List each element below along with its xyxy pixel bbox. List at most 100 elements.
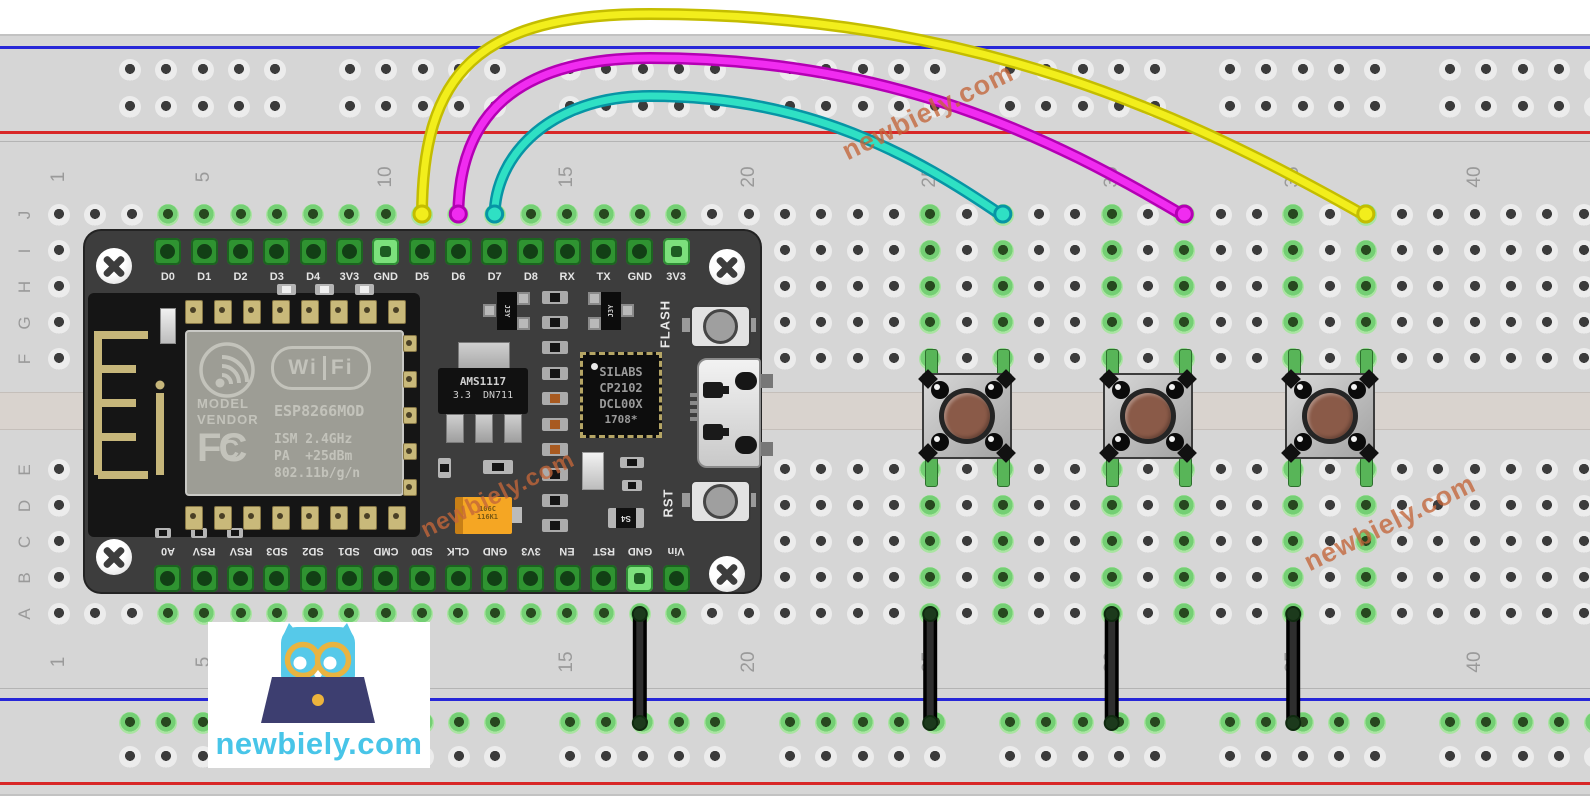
- breadboard-hole: [1219, 59, 1241, 81]
- pin-label-D4: D4: [306, 271, 321, 283]
- breadboard-hole: [1064, 240, 1087, 262]
- breadboard-hole: [846, 603, 869, 625]
- flash-button[interactable]: [690, 305, 751, 348]
- push-button-1[interactable]: [917, 349, 1016, 487]
- breadboard-hole: [991, 240, 1014, 262]
- breadboard-hole: [1511, 712, 1534, 734]
- breadboard-hole: [774, 240, 796, 262]
- breadboard-hole: [1137, 240, 1159, 262]
- breadboard-hole: [1245, 276, 1268, 298]
- pin-3V3[interactable]: [335, 237, 363, 265]
- breadboard-hole: [924, 746, 947, 768]
- breadboard-hole: [846, 276, 869, 298]
- button-cap[interactable]: [1306, 393, 1353, 439]
- breadboard-hole: [229, 603, 252, 625]
- breadboard-hole: [1536, 312, 1559, 334]
- regulator-leg: [504, 414, 522, 443]
- breadboard-hole: [1500, 603, 1522, 625]
- pin-D6[interactable]: [444, 237, 472, 265]
- esp8266-nodemcu-board[interactable]: Wi Fi MODEL VENDOR ESP8266MOD FCC ISM 2.…: [85, 231, 773, 592]
- usb-uart-chip: SILABS CP2102 DCL00X 1708*: [580, 352, 662, 438]
- breadboard-hole: [1035, 712, 1058, 734]
- reset-button[interactable]: [690, 480, 751, 523]
- pin-GND[interactable]: [372, 237, 400, 265]
- breadboard-hole: [155, 712, 178, 734]
- row-letter: H: [15, 280, 34, 294]
- pin-D5[interactable]: [408, 237, 436, 265]
- breadboard-hole: [1071, 59, 1094, 81]
- pin-D1[interactable]: [190, 237, 218, 265]
- pin-D3[interactable]: [263, 237, 291, 265]
- breadboard-hole: [155, 746, 178, 768]
- module-pad: [388, 300, 406, 324]
- pin-D8[interactable]: [517, 237, 545, 265]
- pin-SD3[interactable]: [263, 564, 291, 592]
- breadboard-hole: [1391, 531, 1414, 553]
- pin-RSV[interactable]: [227, 564, 254, 592]
- breadboard-hole: [191, 96, 214, 118]
- breadboard-hole: [1354, 495, 1377, 517]
- pin-D7[interactable]: [481, 237, 509, 265]
- breadboard-hole: [1318, 312, 1341, 334]
- transistor-j3y: J3Y: [601, 292, 621, 330]
- button-cap[interactable]: [943, 393, 990, 439]
- regulator-marking: AMS1117: [459, 375, 507, 388]
- pin-3V3[interactable]: [517, 564, 545, 592]
- pin-GND[interactable]: [626, 237, 654, 265]
- module-pad: [403, 371, 417, 388]
- breadboard-hole: [1028, 312, 1051, 334]
- pin-D0[interactable]: [154, 237, 182, 265]
- pin-TX[interactable]: [590, 237, 617, 265]
- breadboard-hole: [1028, 240, 1051, 262]
- pin-RSV[interactable]: [190, 564, 218, 592]
- breadboard-hole: [1209, 603, 1232, 625]
- pin-SD0[interactable]: [408, 564, 436, 592]
- pin-CLK[interactable]: [444, 564, 472, 592]
- breadboard-hole: [887, 746, 910, 768]
- breadboard-hole: [846, 567, 869, 589]
- breadboard-hole: [1173, 567, 1196, 589]
- button-corner-pin: [984, 433, 1003, 451]
- breadboard-hole: [1463, 567, 1486, 589]
- pin-EN[interactable]: [553, 564, 581, 592]
- pin-A0[interactable]: [154, 564, 182, 592]
- breadboard-hole: [84, 204, 107, 226]
- pin-D2[interactable]: [227, 237, 254, 265]
- push-button-3[interactable]: [1280, 349, 1379, 487]
- breadboard-hole: [774, 312, 796, 334]
- button-cap[interactable]: [1125, 393, 1171, 439]
- breadboard-hole: [447, 712, 470, 734]
- top-separator: [0, 141, 1590, 142]
- breadboard-hole: [704, 712, 727, 734]
- push-button-2[interactable]: [1099, 349, 1197, 487]
- column-number: 20: [737, 651, 759, 673]
- breadboard-hole: [1327, 96, 1350, 118]
- pin-SD2[interactable]: [299, 564, 327, 592]
- pin-GND[interactable]: [481, 564, 509, 592]
- column-number: 30: [1100, 651, 1122, 673]
- breadboard-hole: [592, 603, 615, 625]
- pin-Vin[interactable]: [662, 564, 690, 592]
- pin-D4[interactable]: [299, 237, 327, 265]
- breadboard-hole: [1137, 276, 1159, 298]
- micro-usb-port[interactable]: [697, 358, 761, 468]
- breadboard-hole: [810, 459, 833, 481]
- breadboard-hole: [1463, 240, 1486, 262]
- breadboard-hole: [1318, 204, 1341, 226]
- rf-shield: Wi Fi MODEL VENDOR ESP8266MOD FCC ISM 2.…: [185, 330, 404, 496]
- breadboard-hole: [999, 96, 1021, 118]
- pin-3V3[interactable]: [662, 237, 690, 265]
- pin-RST[interactable]: [590, 564, 617, 592]
- pin-GND[interactable]: [626, 564, 654, 592]
- chip-marking: SILABS: [599, 365, 643, 379]
- pin-SD1[interactable]: [335, 564, 363, 592]
- breadboard-hole: [1511, 59, 1534, 81]
- pin-RX[interactable]: [553, 237, 581, 265]
- breadboard-hole: [1327, 746, 1350, 768]
- pin-CMD[interactable]: [372, 564, 400, 592]
- wifi-signal-icon: [199, 342, 255, 398]
- breadboard-hole: [1071, 96, 1094, 118]
- breadboard-hole: [1584, 746, 1590, 768]
- breadboard-hole: [1354, 531, 1377, 553]
- pin-label-SD0: SD0: [411, 545, 433, 557]
